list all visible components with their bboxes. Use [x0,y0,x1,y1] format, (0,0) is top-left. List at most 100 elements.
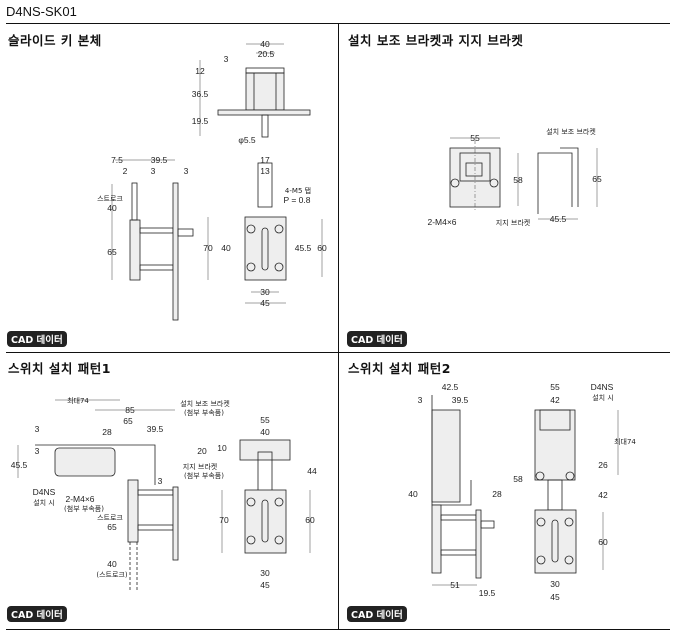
dim-label: 26 [598,460,608,470]
dim-label: 36.5 [192,89,209,99]
dimension-labels: 40 20.5 3 12 36.5 19.5 φ5.5 7.5 39.5 2 3… [11,39,637,602]
dim-label: 40 [260,427,270,437]
dim-label: 60 [317,243,327,253]
dim-label: P = 0.8 [283,195,310,205]
dim-label: (첨부 부속품) [184,472,224,480]
dim-label: 스트로크 [97,195,123,203]
dim-label: 7.5 [111,155,123,165]
dim-label: 55 [550,382,560,392]
dim-label: 3 [35,446,40,456]
cad-data-button[interactable]: CAD 데이터 [347,331,407,347]
section-title-pattern2: 스위치 설치 패턴2 [348,361,451,376]
dim-label: (첨부 부속품) [184,409,224,417]
pattern1-side-view [17,399,179,590]
cad-data-button[interactable]: CAD 데이터 [7,606,67,622]
dim-label: 4-M5 탭 [285,187,311,195]
dim-label: 60 [305,515,315,525]
dim-label: D4NS [33,487,56,497]
dim-label: 39.5 [452,395,469,405]
dim-label: 42.5 [442,382,459,392]
dim-label: 설치 보조 브라켓 [180,399,230,408]
dim-label: 28 [102,427,112,437]
section-title-slide-key: 슬라이드 키 본체 [8,33,102,48]
dim-label: 19.5 [479,588,496,598]
dim-label: 3 [418,395,423,405]
dim-label: 51 [450,580,460,590]
dim-label: 65 [107,247,117,257]
dim-label: 55 [260,415,270,425]
pattern2-side-view [431,395,495,586]
dim-label: (첨부 부속품) [64,505,104,513]
dim-label: 10 [217,443,227,453]
dim-label: 39.5 [151,155,168,165]
slide-key-front-view [207,162,323,304]
dim-label: 40 [260,39,270,49]
dim-label: 55 [470,133,480,143]
dim-label: 40 [107,203,117,213]
slide-key-top-view [199,43,311,138]
dim-label: 45.5 [11,460,28,470]
divider-vertical [338,23,339,629]
slide-key-side-view [111,159,194,321]
pattern2-front-view [534,409,619,574]
dim-label: 40 [107,559,117,569]
dim-label: 20 [197,446,207,456]
dim-label: (스트로크) [96,571,127,579]
dim-label: 2-M4×6 [427,217,456,227]
dim-label: 지지 브라켓 [496,218,531,227]
dim-label: 60 [598,537,608,547]
dim-label: 39.5 [147,424,164,434]
dim-label: 30 [260,287,270,297]
dim-label: 설치 보조 브라켓 [546,127,596,136]
dim-label: D4NS [591,382,614,392]
dim-label: 45 [550,592,560,602]
pattern1-front-view [221,439,311,554]
dim-label: 19.5 [192,116,209,126]
dim-label: 65 [123,416,133,426]
dim-label: 58 [513,474,523,484]
dim-label: φ5.5 [238,135,256,145]
divider-middle [6,352,670,353]
dim-label: 3 [184,166,189,176]
divider-bottom [6,629,670,630]
dim-label: 12 [195,66,205,76]
dim-label: 3 [35,424,40,434]
dim-label: 3 [224,54,229,64]
dim-label: 3 [151,166,156,176]
dim-label: 70 [203,243,213,253]
dim-label: 42 [550,395,560,405]
dim-label: 58 [513,175,523,185]
dim-label: 설치 시 [33,498,55,507]
document-title: D4NS-SK01 [6,4,77,19]
dim-label: 40 [408,489,418,499]
bracket-side-view [517,147,598,220]
dim-label: 지지 브라켓 [183,462,218,471]
dim-label: 설치 시 [592,393,614,402]
section-title-brackets: 설치 보조 브라켓과 지지 브라켓 [348,33,524,48]
section-title-pattern1: 스위치 설치 패턴1 [8,361,111,376]
dim-label: 3 [158,476,163,486]
dim-label: 42 [598,490,608,500]
dim-label: 44 [307,466,317,476]
dim-label: 20.5 [258,49,275,59]
dim-label: 65 [592,174,602,184]
cad-data-button[interactable]: CAD 데이터 [347,606,407,622]
dim-label: 45 [260,298,270,308]
bracket-front-view [449,137,501,212]
dim-label: 최대74 [614,437,636,446]
dim-label: 65 [107,522,117,532]
dim-label: 45 [260,580,270,590]
dim-label: 13 [260,166,270,176]
dim-label: 45.5 [550,214,567,224]
dim-label: 30 [260,568,270,578]
dim-label: 2 [123,166,128,176]
dim-label: 45.5 [295,243,312,253]
dim-label: 최대74 [67,396,89,405]
dim-label: 70 [219,515,229,525]
dim-label: 28 [492,489,502,499]
dim-label: 17 [260,155,270,165]
cad-data-button[interactable]: CAD 데이터 [7,331,67,347]
dim-label: 85 [125,405,135,415]
dim-label: 30 [550,579,560,589]
